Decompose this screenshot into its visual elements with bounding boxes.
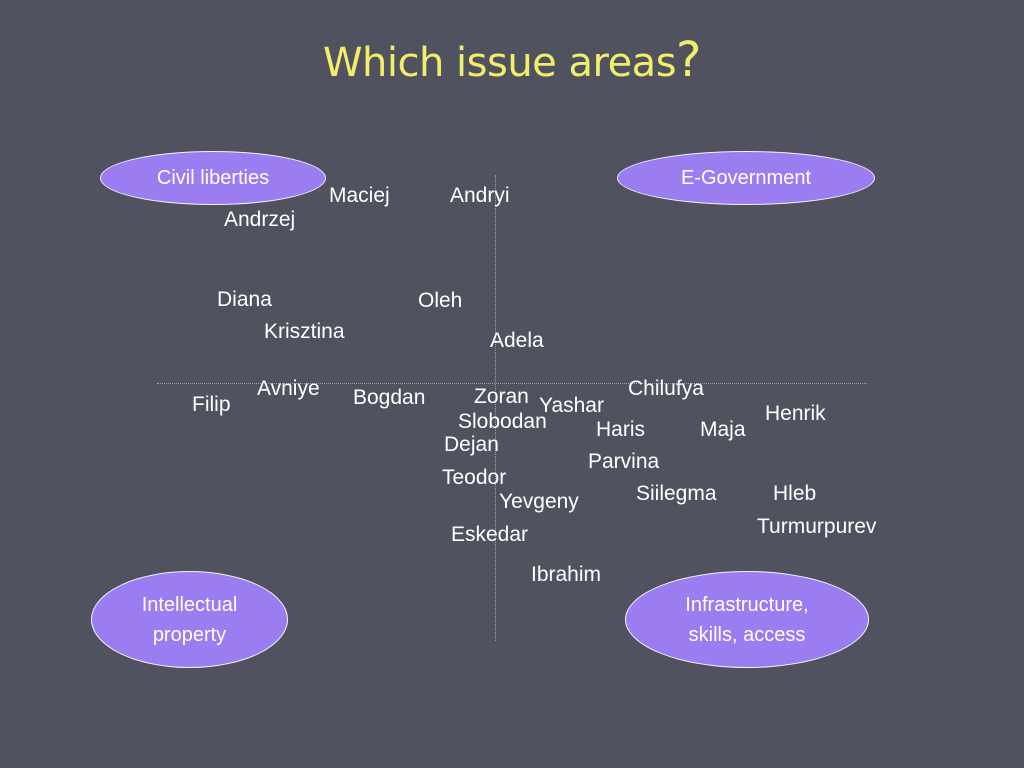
name-yevgeny: Yevgeny — [499, 490, 579, 513]
name-diana: Diana — [217, 288, 272, 311]
name-ibrahim: Ibrahim — [531, 563, 602, 586]
name-slobodan: Slobodan — [458, 410, 547, 433]
name-turmurpurev: Turmurpurev — [757, 515, 877, 538]
name-andrzej: Andrzej — [224, 208, 296, 231]
horizontal-axis-line — [157, 383, 867, 384]
quadrant-intellectual-property-label: Intellectual property — [141, 593, 238, 646]
name-parvina: Parvina — [588, 450, 660, 473]
name-chilufya: Chilufya — [628, 377, 704, 400]
quadrant-infrastructure-skills-access-label: Infrastructure, skills, access — [685, 593, 809, 646]
quadrant-civil-liberties: Civil liberties — [100, 151, 326, 205]
quadrant-intellectual-property: Intellectual property — [91, 571, 288, 668]
name-haris: Haris — [596, 418, 646, 441]
name-hleb: Hleb — [773, 482, 817, 505]
name-maja: Maja — [700, 418, 746, 441]
name-oleh: Oleh — [418, 289, 463, 312]
quadrant-infrastructure-skills-access: Infrastructure, skills, access — [625, 571, 869, 668]
slide-title-question-mark: ? — [676, 32, 702, 88]
name-filip: Filip — [192, 393, 231, 416]
name-dejan: Dejan — [444, 433, 499, 456]
name-eskedar: Eskedar — [451, 523, 529, 546]
name-krisztina: Krisztina — [264, 320, 345, 343]
name-yashar: Yashar — [539, 394, 604, 417]
name-teodor: Teodor — [442, 466, 507, 489]
slide-title-text: Which issue areas — [322, 40, 677, 86]
quadrant-e-government: E-Government — [617, 151, 875, 205]
name-maciej: Maciej — [329, 184, 390, 207]
name-andryi: Andryi — [450, 184, 510, 207]
quadrant-e-government-label: E-Government — [680, 167, 812, 189]
name-siilegma: Siilegma — [636, 482, 717, 505]
quadrant-civil-liberties-label: Civil liberties — [156, 167, 270, 189]
vertical-axis-line — [495, 175, 496, 641]
name-henrik: Henrik — [765, 402, 826, 425]
name-avniye: Avniye — [257, 377, 320, 400]
name-bogdan: Bogdan — [353, 386, 426, 409]
name-adela: Adela — [490, 329, 544, 352]
slide-title: Which issue areas? — [0, 30, 1024, 93]
name-zoran: Zoran — [474, 385, 529, 408]
